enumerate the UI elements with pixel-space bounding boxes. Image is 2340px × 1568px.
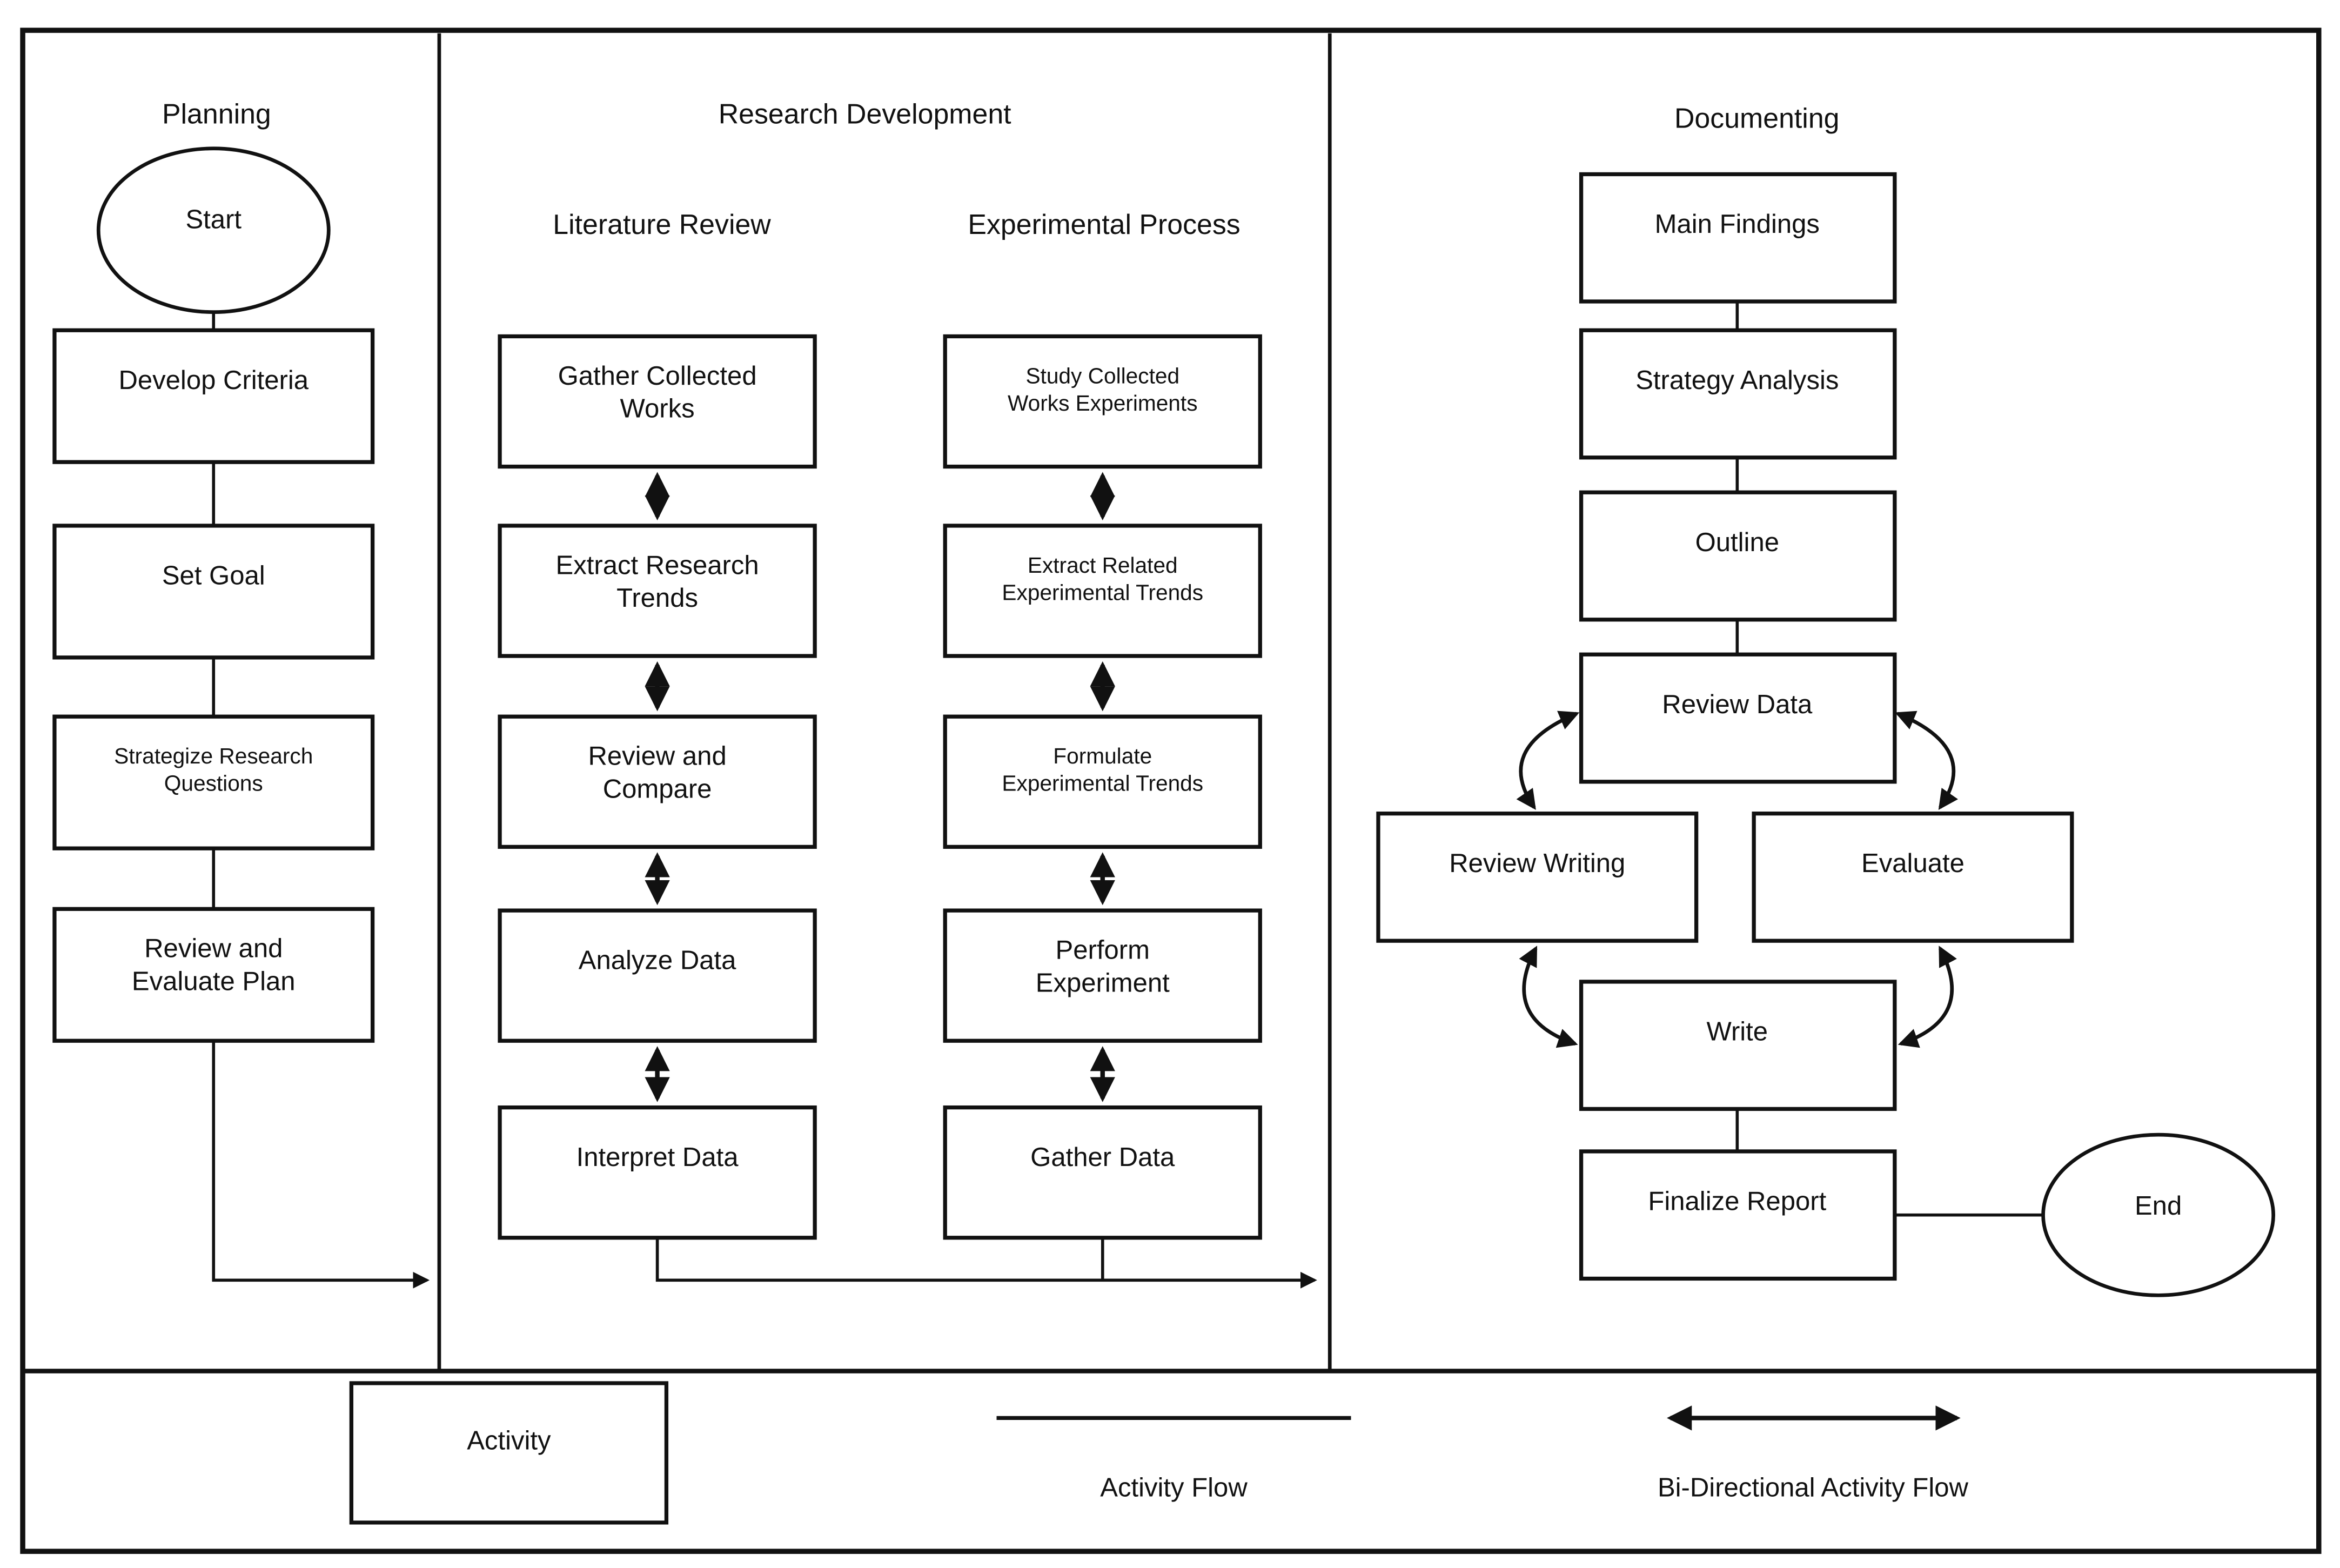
node-label: Review Data [1662,690,1813,719]
node-label: Finalize Report [1648,1187,1826,1216]
end-label: End [2135,1191,2182,1221]
node-label: Develop Criteria [118,366,309,395]
node-strategy-analysis: Strategy Analysis [1579,328,1897,460]
node-set-goal: Set Goal [52,524,375,660]
node-label: Set Goal [162,561,265,590]
start-label: Start [185,205,242,234]
node-label: Interpret Data [576,1143,739,1172]
legend-activity-label: Activity [467,1426,551,1455]
node-end: End [2041,1133,2276,1297]
node-label: Main Findings [1655,210,1820,239]
node-review-writing: Review Writing [1376,812,1699,943]
legend-activity-flow: Activity Flow [996,1416,1351,1502]
node-finalize-report: Finalize Report [1579,1149,1897,1281]
edge-reviewdata-evaluate-bidir [1895,711,1959,810]
diagram-border [20,28,2322,1554]
legend-activity: Activity [349,1381,669,1525]
node-review-data: Review Data [1579,652,1897,784]
node-label: Gather Data [1030,1143,1175,1172]
legend-activity-flow-label: Activity Flow [1100,1473,1248,1502]
node-evaluate: Evaluate [1752,812,2074,943]
section-header-documenting: Documenting [1674,103,1840,134]
section-header-planning: Planning [162,98,271,129]
end-ellipse [2041,1133,2276,1297]
node-label: Outline [1695,528,1779,557]
legend-activity-box [349,1381,669,1525]
node-write: Write [1579,980,1897,1111]
edge-research-to-documenting [655,1237,1317,1289]
subheader-literature-review: Literature Review [553,209,771,240]
edge-reviewdata-reviewwriting-bidir [1516,711,1580,810]
subheader-experimental-process: Experimental Process [968,209,1240,240]
node-analyze-data: Analyze Data [498,908,817,1043]
node-develop-criteria: Develop Criteria [52,328,375,464]
node-label: Strategy Analysis [1635,366,1839,395]
edge-evaluate-write-bidir [1898,946,1957,1048]
node-label: Write [1707,1017,1768,1046]
node-main-findings: Main Findings [1579,172,1897,304]
node-start: Start [96,146,331,314]
node-label: Review Writing [1449,849,1625,878]
legend-bidirectional-label: Bi-Directional Activity Flow [1658,1473,1969,1502]
edge-reviewwriting-write-bidir [1519,946,1578,1048]
node-label: Evaluate [1861,849,1964,878]
node-gather-data: Gather Data [943,1105,1262,1240]
node-outline: Outline [1579,490,1897,622]
edge-planning-to-research [212,1041,430,1289]
section-header-research-development: Research Development [719,98,1011,129]
node-label: Analyze Data [579,946,736,975]
node-interpret-data: Interpret Data [498,1105,817,1240]
legend-bidirectional-flow: Bi-Directional Activity Flow [1658,1405,1969,1502]
